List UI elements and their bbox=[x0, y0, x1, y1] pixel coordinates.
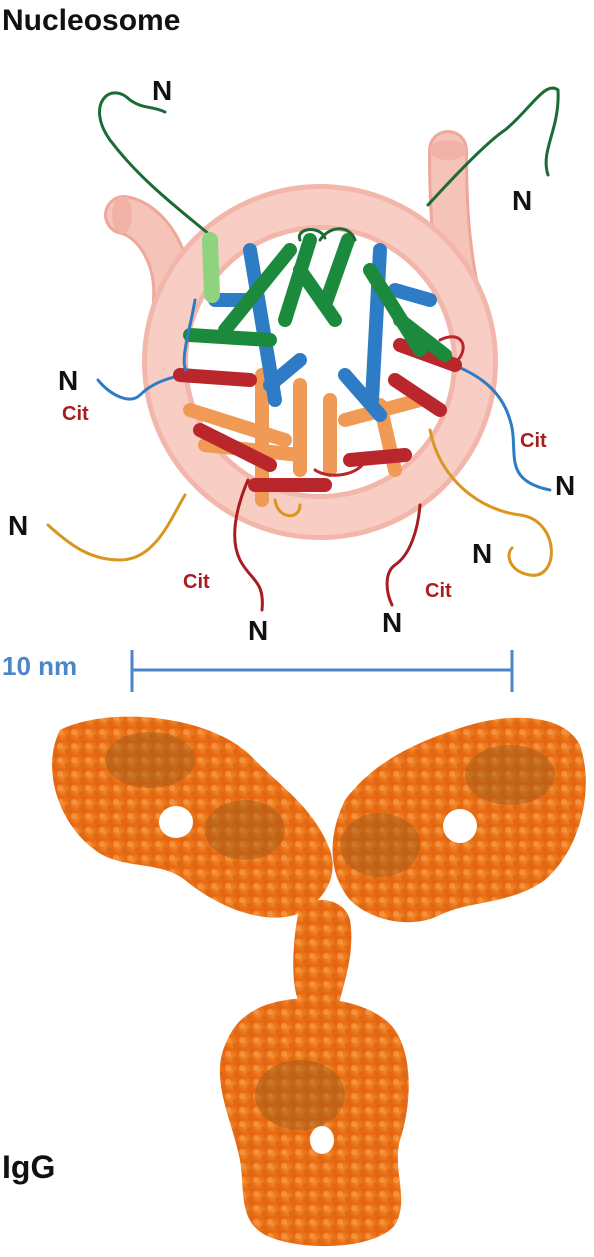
loops bbox=[182, 227, 465, 518]
h4-helices bbox=[183, 233, 452, 362]
label-cit-bottom-right: Cit bbox=[425, 580, 452, 602]
tail-blue-left bbox=[96, 373, 187, 401]
label-cit-left: Cit bbox=[62, 403, 89, 425]
tail-red-bottom-left bbox=[233, 478, 264, 612]
label-n-bottom-left: N bbox=[248, 615, 268, 646]
nucleosome-diagram: N N N Cit Cit N N N Cit Cit N N bbox=[8, 75, 575, 646]
igg-fc bbox=[219, 998, 409, 1247]
igg-title: IgG bbox=[2, 1149, 55, 1185]
label-n-lower-right: N bbox=[472, 538, 492, 569]
histone-tails bbox=[46, 86, 560, 612]
dna-superhelix bbox=[104, 130, 498, 540]
histone-octamer bbox=[173, 227, 465, 518]
label-n-bottom-right: N bbox=[382, 607, 402, 638]
tail-labels: N N N Cit Cit N N N Cit Cit N N bbox=[8, 75, 575, 646]
igg-holes bbox=[159, 806, 477, 1154]
label-cit-bottom-left: Cit bbox=[183, 571, 210, 593]
h4-light-helix bbox=[202, 232, 220, 303]
igg-antibody bbox=[52, 716, 586, 1247]
tail-blue-right bbox=[438, 358, 552, 492]
tail-gold-right bbox=[428, 428, 553, 577]
tail-red-bottom-right bbox=[385, 503, 422, 607]
tail-green-top-right bbox=[426, 86, 560, 207]
label-n-left: N bbox=[58, 365, 78, 396]
label-n-far-left: N bbox=[8, 510, 28, 541]
igg-hinge bbox=[293, 900, 352, 1016]
igg-shading bbox=[105, 732, 555, 1130]
nucleosome-title: Nucleosome bbox=[2, 4, 180, 37]
tail-gold-left bbox=[46, 493, 187, 562]
label-cit-right: Cit bbox=[520, 430, 547, 452]
tail-green-top-left bbox=[98, 91, 212, 237]
label-n-top-left: N bbox=[152, 75, 172, 106]
igg-fab-left bbox=[52, 716, 333, 918]
scale-bar: 10 nm bbox=[2, 650, 514, 692]
h2b-helices bbox=[173, 338, 462, 492]
label-n-top-right: N bbox=[512, 185, 532, 216]
scale-bar-label: 10 nm bbox=[2, 651, 77, 681]
label-n-right: N bbox=[555, 470, 575, 501]
